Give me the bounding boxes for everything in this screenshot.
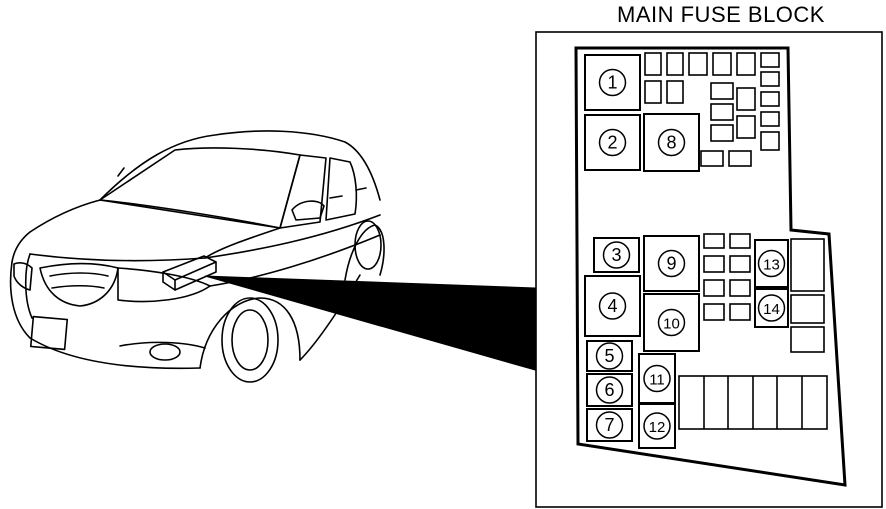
fuse-number-label: 3 — [611, 245, 621, 265]
fuse-number-label: 2 — [607, 133, 617, 153]
car-illustration — [9, 130, 385, 383]
fuse-number-label: 12 — [649, 419, 666, 436]
bottom-fuse-row — [678, 375, 828, 430]
fuse-number-circle — [757, 249, 786, 278]
fuse-number-label: 6 — [604, 380, 614, 400]
fuse-number-label: 9 — [666, 254, 676, 274]
fuse-number-circle — [602, 241, 631, 269]
small-fuse-slots — [644, 52, 825, 353]
fuse-14: 14 — [754, 288, 789, 328]
fuse-10: 10 — [643, 293, 700, 352]
fuse-number-circle — [643, 364, 671, 393]
fuse-number-label: 13 — [763, 257, 780, 274]
fuse-number-circle — [657, 249, 686, 278]
fuse-5: 5 — [586, 340, 633, 372]
fuse-box — [584, 54, 641, 111]
fuse-box — [586, 340, 633, 372]
fuse-number-label: 5 — [604, 346, 614, 366]
page-title: MAIN FUSE BLOCK — [617, 2, 825, 27]
fuse-number-circle — [757, 294, 786, 322]
fuse-11: 11 — [638, 353, 676, 404]
fuse-number-circle — [595, 411, 624, 439]
fuse-9: 9 — [643, 235, 700, 292]
fuse-number-label: 14 — [763, 301, 780, 318]
fuse-6: 6 — [586, 373, 633, 407]
fuse-number-circle — [598, 68, 627, 97]
fuse-box — [593, 237, 640, 273]
fuse-12: 12 — [638, 403, 676, 449]
fuse-number-label: 7 — [604, 415, 614, 435]
fuse-box — [586, 373, 633, 407]
fuse-8: 8 — [643, 113, 700, 172]
fuse-box — [643, 113, 700, 172]
fuse-number-circle — [595, 342, 624, 370]
fuse-7: 7 — [586, 408, 633, 442]
fuse-box — [643, 293, 700, 352]
fuse-box — [584, 114, 641, 171]
fuse-box — [586, 408, 633, 442]
fuse-3: 3 — [593, 237, 640, 273]
fuse-4: 4 — [584, 275, 641, 337]
fuse-box — [643, 235, 700, 292]
fuse-13: 13 — [754, 239, 789, 288]
fuse-number-circle — [657, 308, 686, 337]
detail-frame — [535, 31, 883, 508]
fuse-number-circle — [657, 128, 686, 157]
callout-beam — [204, 275, 536, 371]
fuse-number-label: 4 — [607, 296, 617, 316]
fuse-number-label: 1 — [607, 73, 617, 93]
fuse-number-circle — [598, 292, 627, 320]
fuse-box — [638, 403, 676, 449]
fuse-number-circle — [598, 128, 627, 157]
fuse-number-label: 10 — [663, 316, 680, 333]
fuse-1: 1 — [584, 54, 641, 111]
fuse-number-label: 11 — [649, 372, 665, 389]
fuse-box — [584, 275, 641, 337]
fuse-number-circle — [643, 412, 671, 440]
fuse-2: 2 — [584, 114, 641, 171]
fuse-box — [754, 239, 789, 288]
fuse-number-label: 8 — [666, 133, 676, 153]
fuse-number-circle — [595, 376, 624, 404]
fuse-box — [638, 353, 676, 404]
fuse-block-outline — [574, 46, 847, 487]
